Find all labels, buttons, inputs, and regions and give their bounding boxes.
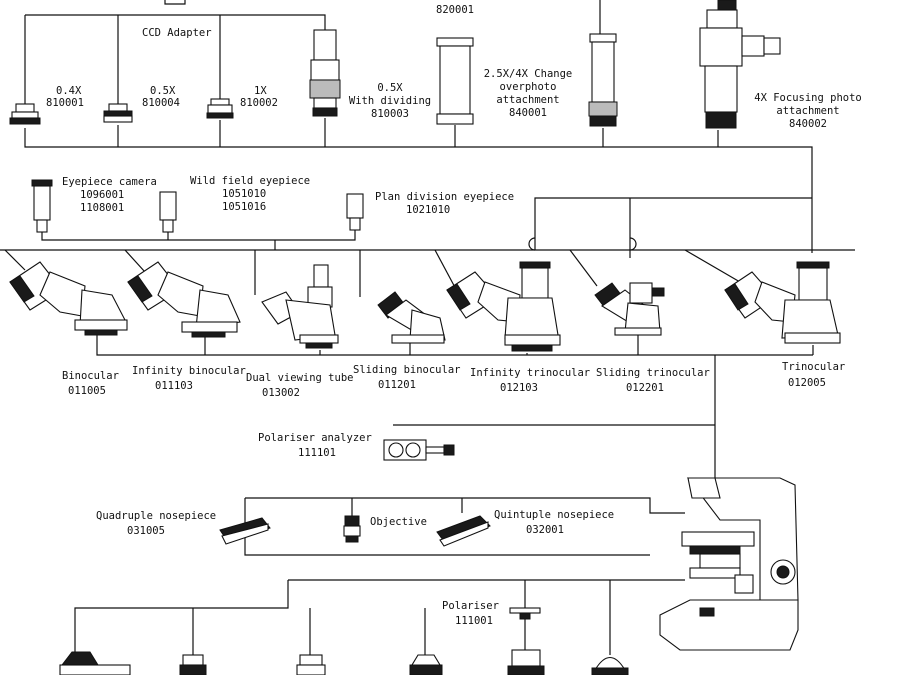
eyepiece-camera-code: 1096001 (80, 189, 125, 201)
microscope-body-icon (659, 477, 799, 651)
quintuple-nosepiece-code: 032001 (526, 524, 564, 536)
polariser-code: 111001 (455, 615, 493, 627)
photo-tube-code-label: 820001 (436, 4, 474, 16)
eyepiece-camera-name: Eyepiece camera (62, 176, 157, 188)
condenser-4-icon (409, 654, 443, 675)
infinity-binocular-head-icon (127, 261, 241, 338)
focusing-attachment-code: 840002 (789, 118, 827, 130)
dual-viewing-tube-icon (261, 264, 339, 349)
binocular-head-icon (9, 261, 128, 336)
eyepiece-camera-icon (31, 179, 53, 233)
polariser-name: Polariser (442, 600, 499, 612)
wide-field-eyepiece-code: 1051010 (222, 188, 267, 200)
quadruple-nosepiece-icon (219, 517, 271, 545)
adapter-04x-code: 810001 (46, 97, 84, 109)
adapter-04x-name: 0.4X (56, 85, 82, 97)
focusing-attachment-name2: attachment (776, 105, 840, 117)
condenser-3-icon (296, 654, 326, 675)
photo-tube-820001-icon (436, 37, 474, 125)
objective-name: Objective (370, 516, 427, 528)
condenser-2-icon (179, 654, 207, 675)
plan-division-eyepiece-icon (346, 193, 364, 231)
trinocular-code: 012005 (788, 377, 826, 389)
infinity-trinocular-code: 012103 (500, 382, 538, 394)
sliding-binocular-name: Sliding binocular (353, 364, 461, 376)
binocular-name: Binocular (62, 370, 119, 382)
change-photo-attachment-icon (588, 33, 618, 127)
focusing-photo-attachment-icon (699, 0, 781, 129)
trinocular-head-icon (724, 261, 841, 344)
adapter-1x-code: 810002 (240, 97, 278, 109)
binocular-code: 011005 (68, 385, 106, 397)
change-attachment-code: 840001 (509, 107, 547, 119)
adapter-dividing-code: 810003 (371, 108, 409, 120)
sliding-trinocular-name: Sliding trinocular (596, 367, 710, 379)
condenser-6-icon (591, 656, 629, 675)
quadruple-nosepiece-name: Quadruple nosepiece (96, 510, 217, 522)
plan-division-eyepiece-name: Plan division eyepiece (375, 191, 515, 203)
plan-division-eyepiece-code: 1021010 (406, 204, 451, 216)
adapter-1x-name: 1X (254, 85, 267, 97)
objective-icon (343, 515, 361, 543)
sliding-binocular-head-icon (377, 291, 446, 344)
infinity-trinocular-name: Infinity trinocular (470, 367, 591, 379)
infinity-binocular-code: 011103 (155, 380, 193, 392)
ccd-adapter-label: CCD Adapter (142, 27, 212, 39)
change-attachment-name: 2.5X/4X Change (483, 68, 573, 80)
dual-viewing-tube-name: Dual viewing tube (246, 372, 354, 384)
adapter-05x-name: 0.5X (150, 85, 176, 97)
trinocular-name: Trinocular (782, 361, 846, 373)
polariser-icon (509, 607, 541, 620)
polariser-analyzer-name: Polariser analyzer (258, 432, 372, 444)
focusing-attachment-name: 4X Focusing photo (754, 92, 862, 104)
infinity-binocular-name: Infinity binocular (132, 365, 246, 377)
adapter-05x-code: 810004 (142, 97, 180, 109)
wide-field-eyepiece-name: Wild field eyepiece (190, 175, 311, 187)
quintuple-nosepiece-icon (436, 515, 491, 547)
infinity-trinocular-head-icon (446, 261, 561, 352)
wide-field-eyepiece-icon (159, 191, 177, 233)
polariser-analyzer-code: 111101 (298, 447, 336, 459)
quadruple-nosepiece-code: 031005 (127, 525, 165, 537)
ccd-adapter-1x-icon (206, 98, 234, 119)
change-attachment-name3: attachment (496, 94, 560, 106)
eyepiece-camera-code2: 1108001 (80, 202, 125, 214)
sliding-binocular-code: 011201 (378, 379, 416, 391)
change-attachment-name2: overphoto (499, 81, 557, 93)
quintuple-nosepiece-name: Quintuple nosepiece (494, 509, 615, 521)
ccd-adapter-05x-icon (103, 103, 133, 123)
wide-field-eyepiece-code2: 1051016 (222, 201, 267, 213)
condenser-5-icon (507, 649, 545, 675)
adapter-dividing-name2: With dividing (348, 95, 432, 107)
condenser-1-icon (59, 651, 131, 675)
connector-lines (0, 0, 855, 665)
sliding-trinocular-code: 012201 (626, 382, 664, 394)
sliding-trinocular-head-icon (594, 282, 665, 336)
ccd-adapter-dividing-icon (309, 29, 341, 117)
dual-viewing-tube-code: 013002 (262, 387, 300, 399)
adapter-dividing-name: 0.5X (377, 82, 403, 94)
ccd-adapter-04x-icon (9, 103, 41, 125)
polariser-analyzer-icon (383, 439, 455, 461)
